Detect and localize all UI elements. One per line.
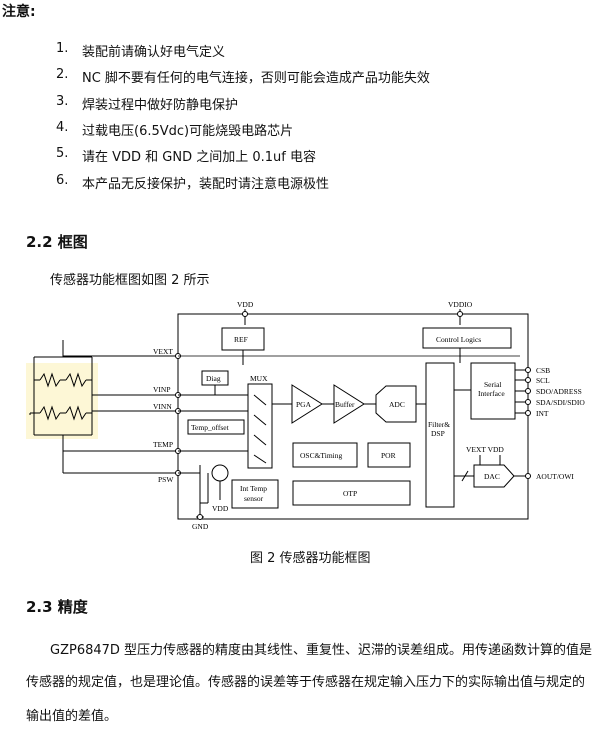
label-vinn: VINN (153, 402, 172, 411)
label-serial: Serial (484, 380, 502, 389)
list-item-number: 1. (56, 41, 69, 56)
vdd-pin (242, 311, 248, 317)
label-buffer: Buffer (335, 400, 355, 409)
label-vinp: VINP (153, 385, 171, 394)
label-dac: DAC (484, 472, 500, 481)
notice-title: 注意: (2, 4, 36, 20)
label-ref: REF (234, 335, 248, 344)
label-aout: AOUT/OWI (536, 472, 574, 481)
chip-outline (177, 313, 529, 520)
list-item-number: 3. (56, 94, 69, 109)
scl-pin (525, 377, 531, 383)
label-filter: Filter& (428, 420, 450, 429)
otp-block (292, 480, 411, 506)
bridge-resistor (65, 405, 87, 421)
label-int-temp: Int Temp (240, 484, 267, 493)
sdo-pin (525, 388, 531, 394)
label-vext: VEXT (153, 347, 173, 356)
sda-pin (525, 399, 531, 405)
adc-block (375, 385, 417, 423)
control-logics-block (422, 327, 512, 349)
list-item: 请在 VDD 和 GND 之间加上 0.1uf 电容 (82, 150, 317, 165)
bridge-resistor (39, 372, 61, 388)
label-vdd-bottom: VDD (212, 504, 229, 513)
label-int: INT (536, 409, 549, 418)
section-heading-accuracy: 2.3 精度 (26, 598, 88, 616)
label-dsp: DSP (431, 429, 445, 438)
label-sda: SDA/SDI/SDIO (536, 398, 585, 407)
por-block (367, 442, 411, 468)
accuracy-paragraph-line: 输出值的差值。 (26, 709, 118, 724)
current-source (211, 464, 229, 482)
list-item-number: 5. (56, 146, 69, 161)
list-item: 焊装过程中做好防静电保护 (82, 98, 239, 113)
label-sdo: SDO/ADRESS (536, 387, 582, 396)
label-por: POR (381, 451, 396, 460)
int-pin (525, 410, 531, 416)
list-item: 过载电压(6.5Vdc)可能烧毁电路芯片 (82, 124, 294, 139)
list-item-number: 6. (56, 173, 69, 188)
accuracy-paragraph-line: 传感器的规定值，也是理论值。传感器的误差等于传感器在规定输入压力下的实际输出值与… (26, 675, 586, 690)
label-temp: TEMP (153, 440, 173, 449)
label-diag: Diag (206, 374, 221, 383)
vddio-pin (457, 311, 463, 317)
section-heading-block-diagram: 2.2 框图 (26, 233, 88, 251)
label-csb: CSB (536, 366, 550, 375)
label-adc: ADC (389, 400, 405, 409)
int-temp-sensor-block (231, 479, 279, 509)
label-control-logics: Control Logics (436, 335, 481, 344)
list-item-number: 2. (56, 67, 69, 82)
label-vddio: VDDIO (448, 300, 473, 309)
bridge-resistor (65, 372, 87, 388)
label-gnd: GND (192, 522, 209, 531)
filter-dsp-block (425, 362, 455, 508)
temp-offset-block (187, 419, 245, 435)
label-temp-offset: Temp_offset (191, 423, 230, 432)
label-scl: SCL (536, 376, 550, 385)
label-vdd-top: VDD (237, 300, 254, 309)
label-pga: PGA (296, 400, 312, 409)
list-item: NC 脚不要有任何的电气连接，否则可能会造成产品功能失效 (82, 71, 430, 86)
csb-pin (525, 367, 531, 373)
bridge-resistor (39, 405, 61, 421)
osc-timing-block (292, 442, 358, 468)
label-psw: PSW (158, 475, 174, 484)
list-item: 装配前请确认好电气定义 (82, 45, 226, 60)
label-vext-vdd: VEXT VDD (466, 445, 504, 454)
mux-block (247, 383, 273, 469)
label-interface: Interface (478, 389, 505, 398)
gnd-pin (197, 514, 203, 520)
label-osc-timing: OSC&Timing (300, 451, 342, 460)
label-int-temp-sensor: sensor (244, 494, 264, 503)
figure-caption: 图 2 传感器功能框图 (250, 551, 371, 566)
label-mux: MUX (250, 374, 268, 383)
aout-pin (525, 473, 531, 479)
bridge-background (26, 363, 98, 439)
accuracy-paragraph-line: GZP6847D 型压力传感器的精度由其线性、重复性、迟滞的误差组成。用传递函数… (50, 643, 593, 658)
sensor-block-diagram: VDD VDDIO VEXT VINP VINN TEMP PSW GND VD… (26, 300, 585, 531)
dac-block (473, 464, 515, 488)
block-diagram-intro: 传感器功能框图如图 2 所示 (50, 273, 210, 288)
list-item-number: 4. (56, 120, 69, 135)
list-item: 本产品无反接保护，装配时请注意电源极性 (82, 177, 330, 192)
label-otp: OTP (343, 489, 357, 498)
